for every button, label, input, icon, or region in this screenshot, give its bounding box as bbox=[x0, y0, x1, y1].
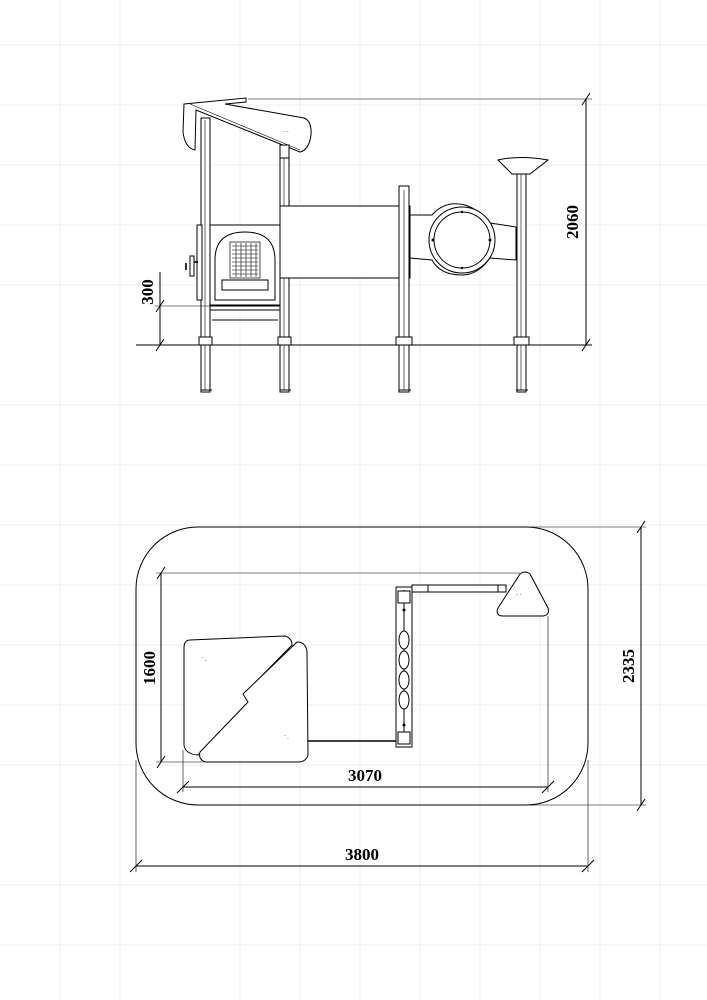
svg-text:·: · bbox=[287, 736, 289, 743]
roof-panels: · · · · bbox=[183, 635, 309, 763]
abacus-icon bbox=[229, 241, 261, 279]
svg-text:·: · bbox=[202, 655, 204, 662]
platform-dimension: 300 bbox=[138, 272, 210, 352]
depth-dimension: 1600 bbox=[140, 566, 520, 769]
height-dimension: 2060 bbox=[248, 92, 592, 352]
vertical-frame bbox=[395, 586, 413, 748]
zone-width-dim-label: 3800 bbox=[345, 845, 379, 864]
safety-zone bbox=[135, 526, 589, 806]
width-dimension: 3070 bbox=[176, 616, 555, 794]
steering-wheel-icon bbox=[185, 255, 198, 277]
right-post bbox=[497, 157, 550, 393]
svg-text:· ·: · · bbox=[516, 592, 522, 599]
triangle-seat bbox=[496, 571, 549, 617]
porthole-panel bbox=[409, 203, 517, 276]
platform-dim-label: 300 bbox=[138, 279, 157, 305]
upper-beam bbox=[411, 584, 507, 593]
side-view: · · bbox=[136, 92, 592, 393]
zone-depth-dim-label: 2335 bbox=[619, 649, 638, 683]
zone-width-dimension: 3800 bbox=[129, 760, 595, 873]
middle-panel bbox=[279, 185, 413, 393]
top-view: · · · · · · bbox=[129, 520, 646, 873]
height-dim-label: 2060 bbox=[563, 205, 582, 239]
svg-text:·: · bbox=[284, 733, 286, 740]
svg-text:· ·: · · bbox=[283, 129, 289, 136]
width-dim-label: 3070 bbox=[348, 766, 382, 785]
svg-text:·: · bbox=[205, 658, 207, 665]
depth-dim-label: 1600 bbox=[140, 651, 159, 685]
